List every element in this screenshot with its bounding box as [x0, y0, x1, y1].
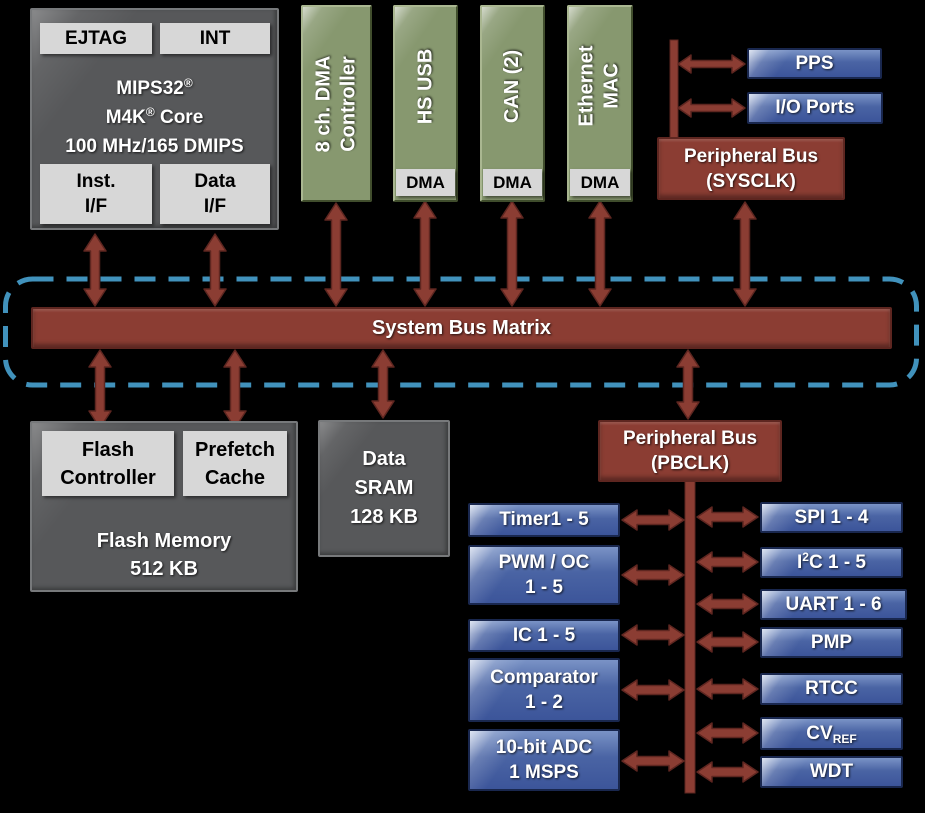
ejtag-block: EJTAG [40, 23, 152, 54]
int-label: INT [199, 27, 231, 49]
int-block: INT [160, 23, 270, 54]
io-ports-label: I/O Ports [775, 97, 855, 118]
system-bus-matrix: System Bus Matrix [31, 307, 892, 349]
comparator-block: Comparator 1 - 2 [468, 658, 620, 722]
arrow-hs-usb-to-bus [413, 200, 437, 307]
inst-if-block: Inst.I/F [40, 164, 152, 224]
cvref-block: CVREF [760, 717, 903, 750]
spi-block: SPI 1 - 4 [760, 502, 903, 533]
arrow-bus-to-prefetch-cache [223, 349, 247, 429]
arrow-ethernet-mac-to-bus [588, 200, 612, 307]
pbclk-trunk-line [684, 480, 696, 794]
arrow-bus-to-data-sram [371, 349, 395, 419]
arrow-sysclk-io-ports [677, 98, 746, 118]
flash-memory-block: Flash Controller Prefetch Cache Flash Me… [30, 421, 298, 592]
peripheral-bus-sysclk-block: Peripheral Bus (SYSCLK) [657, 137, 845, 200]
arrow-timer-pbclk [621, 509, 685, 531]
pps-label: PPS [795, 52, 834, 74]
can-label: CAN (2) [501, 49, 523, 123]
arrow-pbclk-rtcc [696, 678, 759, 700]
arrow-bus-to-flash-controller [88, 349, 112, 429]
timer-block: Timer1 - 5 [468, 503, 620, 537]
arrow-pbclk-pmp [696, 631, 759, 653]
flash-controller-block: Flash Controller [42, 431, 174, 496]
dma-controller-label: 8 ch. DMA Controller [312, 55, 360, 152]
i2c-block: I2C 1 - 5 [760, 547, 903, 578]
arrow-comparator-pbclk [621, 679, 685, 701]
arrow-pbclk-wdt [696, 761, 759, 783]
flash-memory-label: Flash Memory 512 KB [96, 530, 232, 580]
usb-dma-tag: DMA [396, 169, 455, 196]
prefetch-cache-block: Prefetch Cache [183, 431, 287, 496]
pmp-block: PMP [760, 627, 903, 658]
arrow-data-if-to-bus [203, 233, 227, 307]
arrow-sysclk-pps [677, 54, 746, 74]
wdt-block: WDT [760, 756, 903, 788]
arrow-pwm-oc-pbclk [621, 564, 685, 586]
pwm-oc-block: PWM / OC 1 - 5 [468, 545, 620, 605]
ethernet-dma-tag: DMA [570, 169, 630, 196]
ethernet-mac-block: Ethernet MAC DMA [567, 5, 633, 202]
adc-block: 10-bit ADC 1 MSPS [468, 729, 620, 791]
registered-mark: ® [183, 76, 193, 90]
ethernet-mac-label: Ethernet MAC [576, 45, 623, 127]
peripheral-bus-pbclk-block: Peripheral Bus (PBCLK) [598, 420, 782, 482]
arrow-pbclk-cvref [696, 722, 759, 744]
ejtag-label: EJTAG [65, 27, 127, 49]
io-ports-block: I/O Ports [747, 92, 883, 124]
pps-block: PPS [747, 48, 882, 79]
data-sram-block: Data SRAM 128 KB [318, 420, 450, 557]
arrow-ic-pbclk [621, 624, 685, 646]
hs-usb-label: HS USB [414, 48, 437, 124]
sysclk-branch-line [669, 39, 679, 141]
arrow-dma-controller-to-bus [324, 202, 348, 307]
uart-block: UART 1 - 6 [760, 589, 907, 620]
arrow-can-to-bus [500, 200, 524, 307]
hs-usb-block: HS USB DMA [393, 5, 458, 202]
arrow-bus-to-pbclk [676, 349, 700, 420]
system-bus-matrix-label: System Bus Matrix [372, 316, 551, 339]
cpu-core-block: EJTAG INT MIPS32® M4K® Core 100 MHz/165 … [30, 8, 279, 230]
arrow-inst-if-to-bus [83, 233, 107, 307]
registered-mark: ® [145, 105, 155, 119]
arrow-pbclk-i2c [696, 551, 759, 573]
cpu-title: MIPS32® M4K® Core 100 MHz/165 DMIPS [65, 76, 244, 157]
can-block: CAN (2) DMA [480, 5, 545, 202]
rtcc-block: RTCC [760, 673, 903, 705]
arrow-pbclk-spi [696, 506, 759, 528]
arrow-sysclk-to-bus [733, 201, 757, 307]
arrow-pbclk-uart [696, 593, 759, 615]
can-dma-tag: DMA [483, 169, 542, 196]
bus-matrix-dashed-outline [3, 276, 919, 388]
arrow-adc-pbclk [621, 750, 685, 772]
ic-block: IC 1 - 5 [468, 619, 620, 652]
dma-controller-block: 8 ch. DMA Controller [301, 5, 372, 202]
